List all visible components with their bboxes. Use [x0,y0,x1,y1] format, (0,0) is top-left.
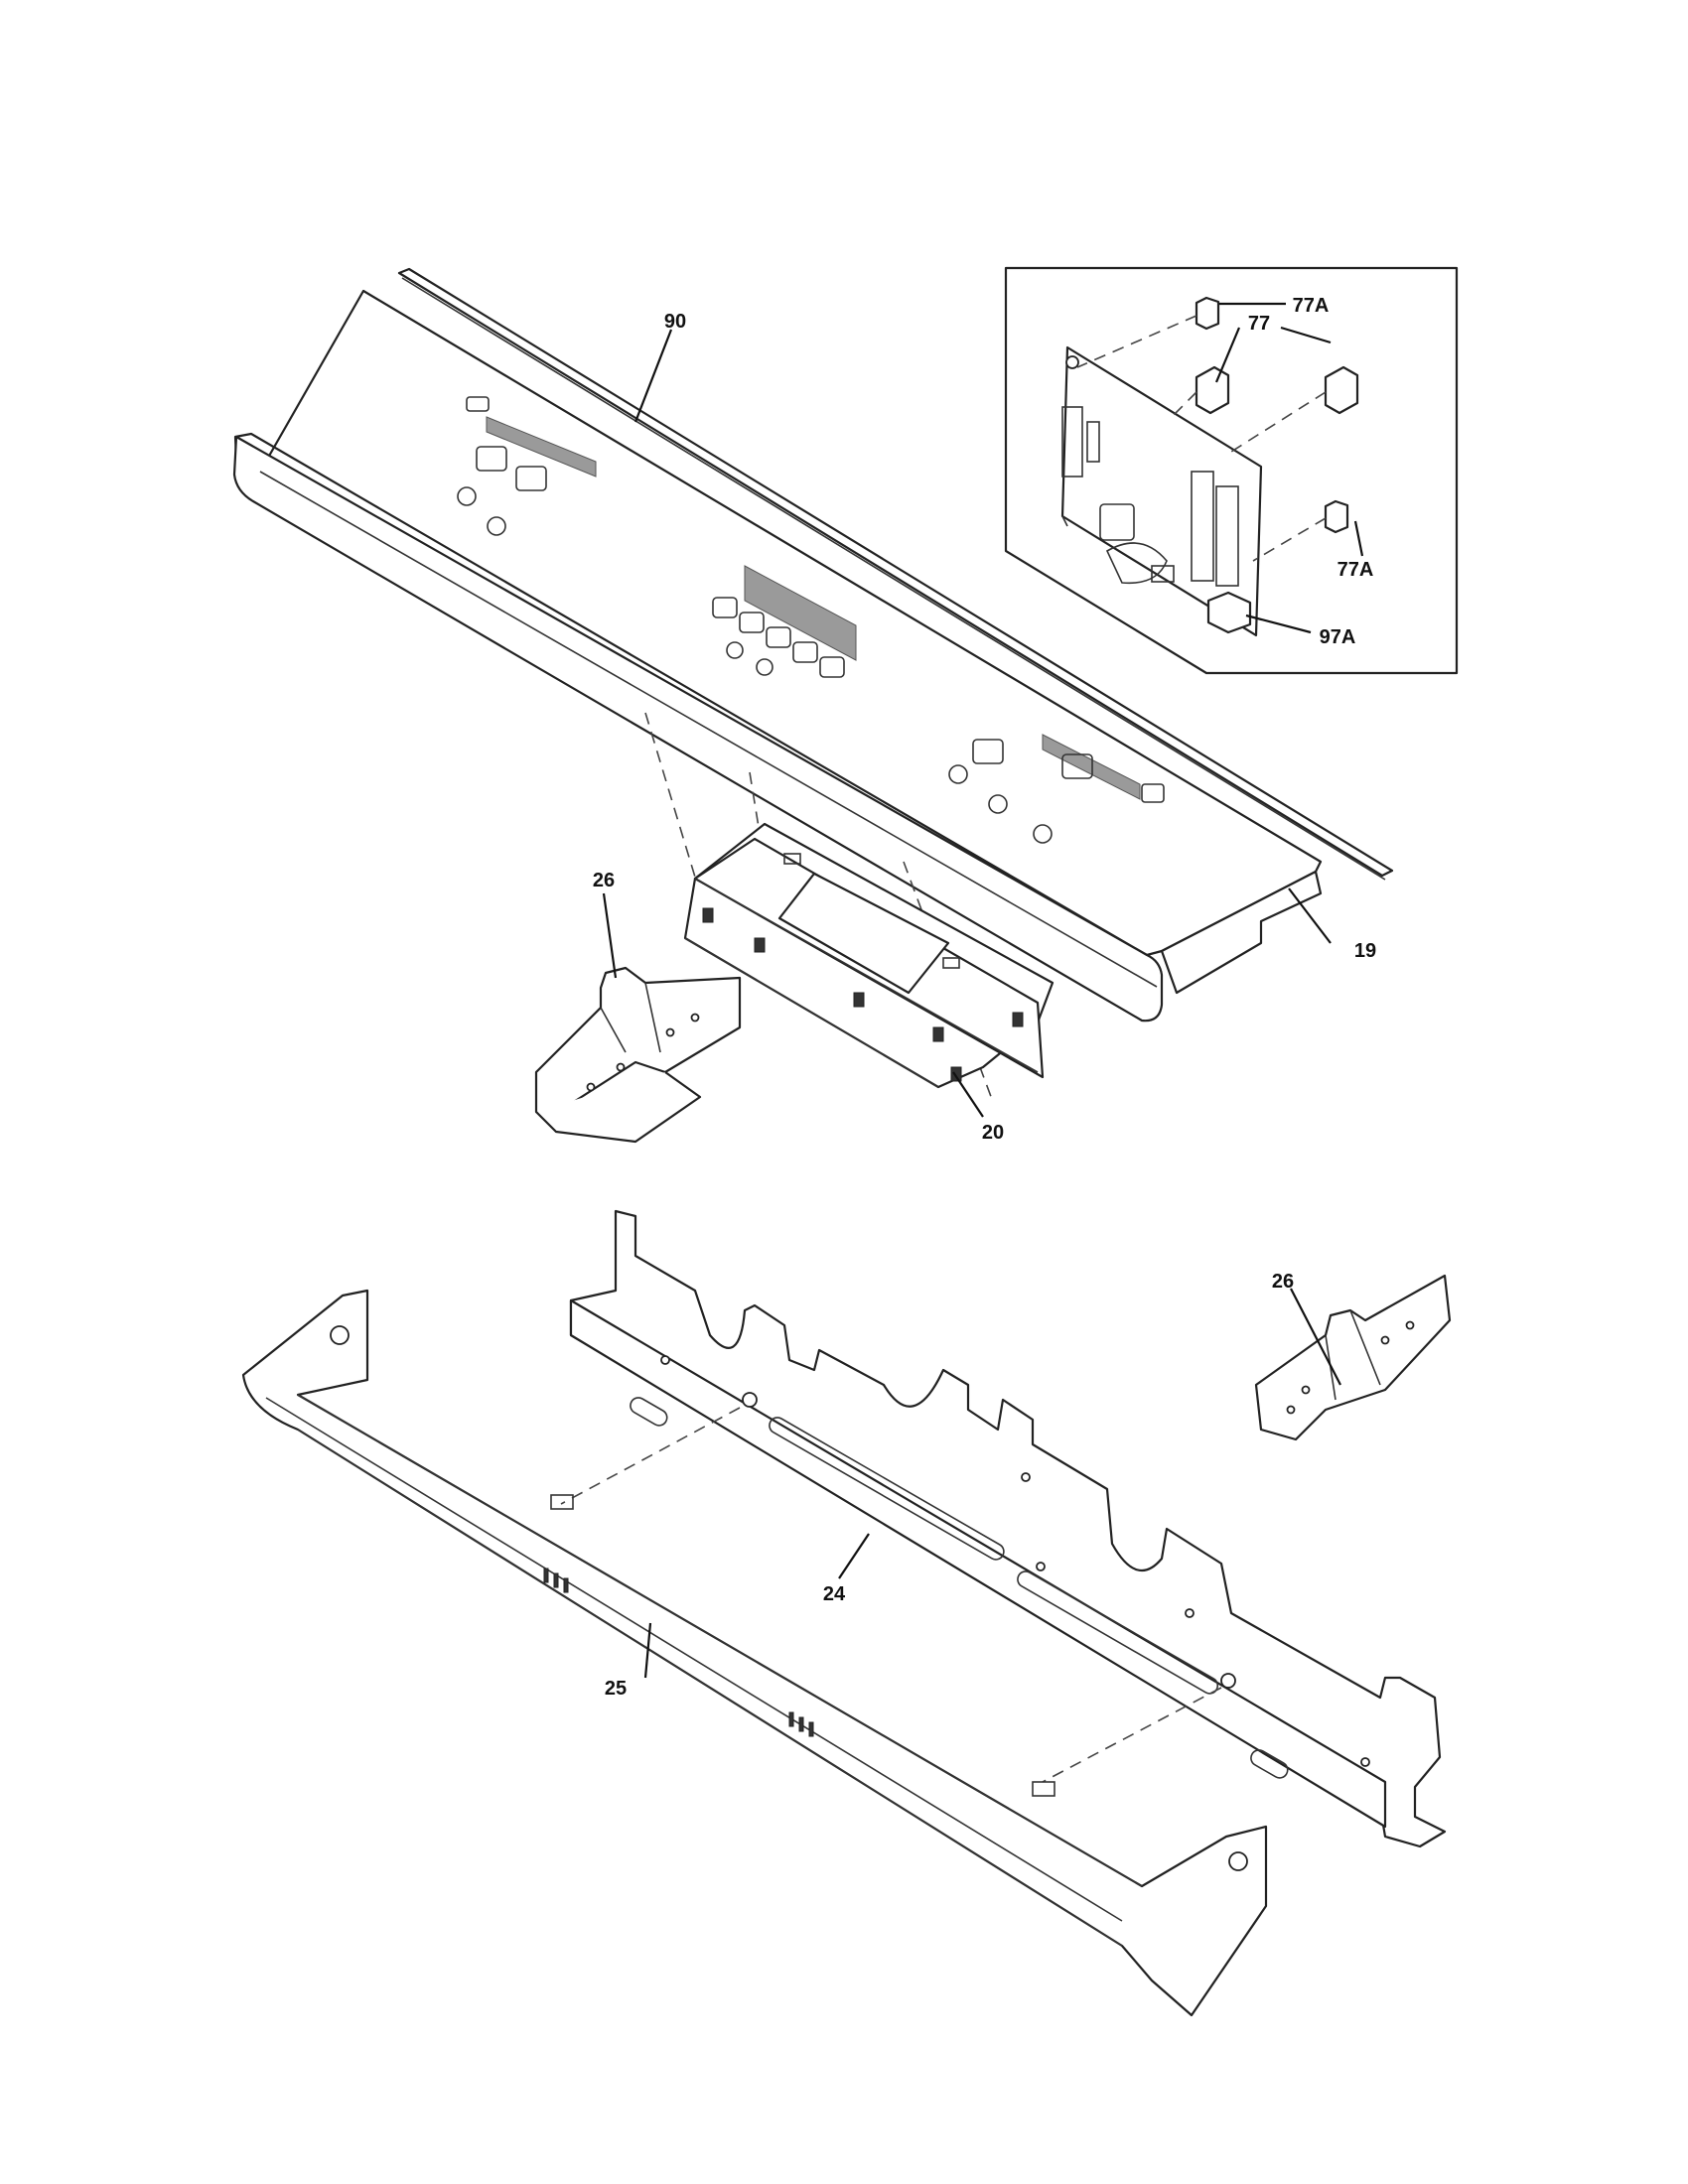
callout-26-right: 26 [1272,1271,1294,1293]
callout-26-left: 26 [593,870,615,891]
callout-24: 24 [823,1583,846,1605]
leader-lines [602,302,1364,1679]
bracket-left-part [534,966,742,1144]
rear-panel-part [569,1209,1447,1848]
bracket-right-part [1254,1274,1452,1441]
callout-19: 19 [1354,940,1376,962]
lower-trim-part [241,1289,1268,2017]
callout-20: 20 [982,1122,1004,1144]
terminal-97a-part [1206,591,1252,634]
callout-77a-bottom: 77A [1337,559,1374,581]
control-panel-part [232,289,1323,1023]
callout-77: 77 [1248,313,1270,335]
callout-97a: 97A [1320,626,1356,648]
spacer-77-right-part [1324,365,1359,415]
relay-board-part [1060,345,1263,637]
spacer-77a-bottom-part [1324,499,1349,534]
control-board-part [683,822,1055,1089]
callout-90: 90 [664,311,686,333]
callout-25: 25 [605,1678,627,1700]
spacer-77-left-part [1195,365,1230,415]
spacer-77a-top-part [1195,296,1220,331]
callout-77a-top: 77A [1293,295,1330,317]
trim-strip-part [397,267,1394,881]
